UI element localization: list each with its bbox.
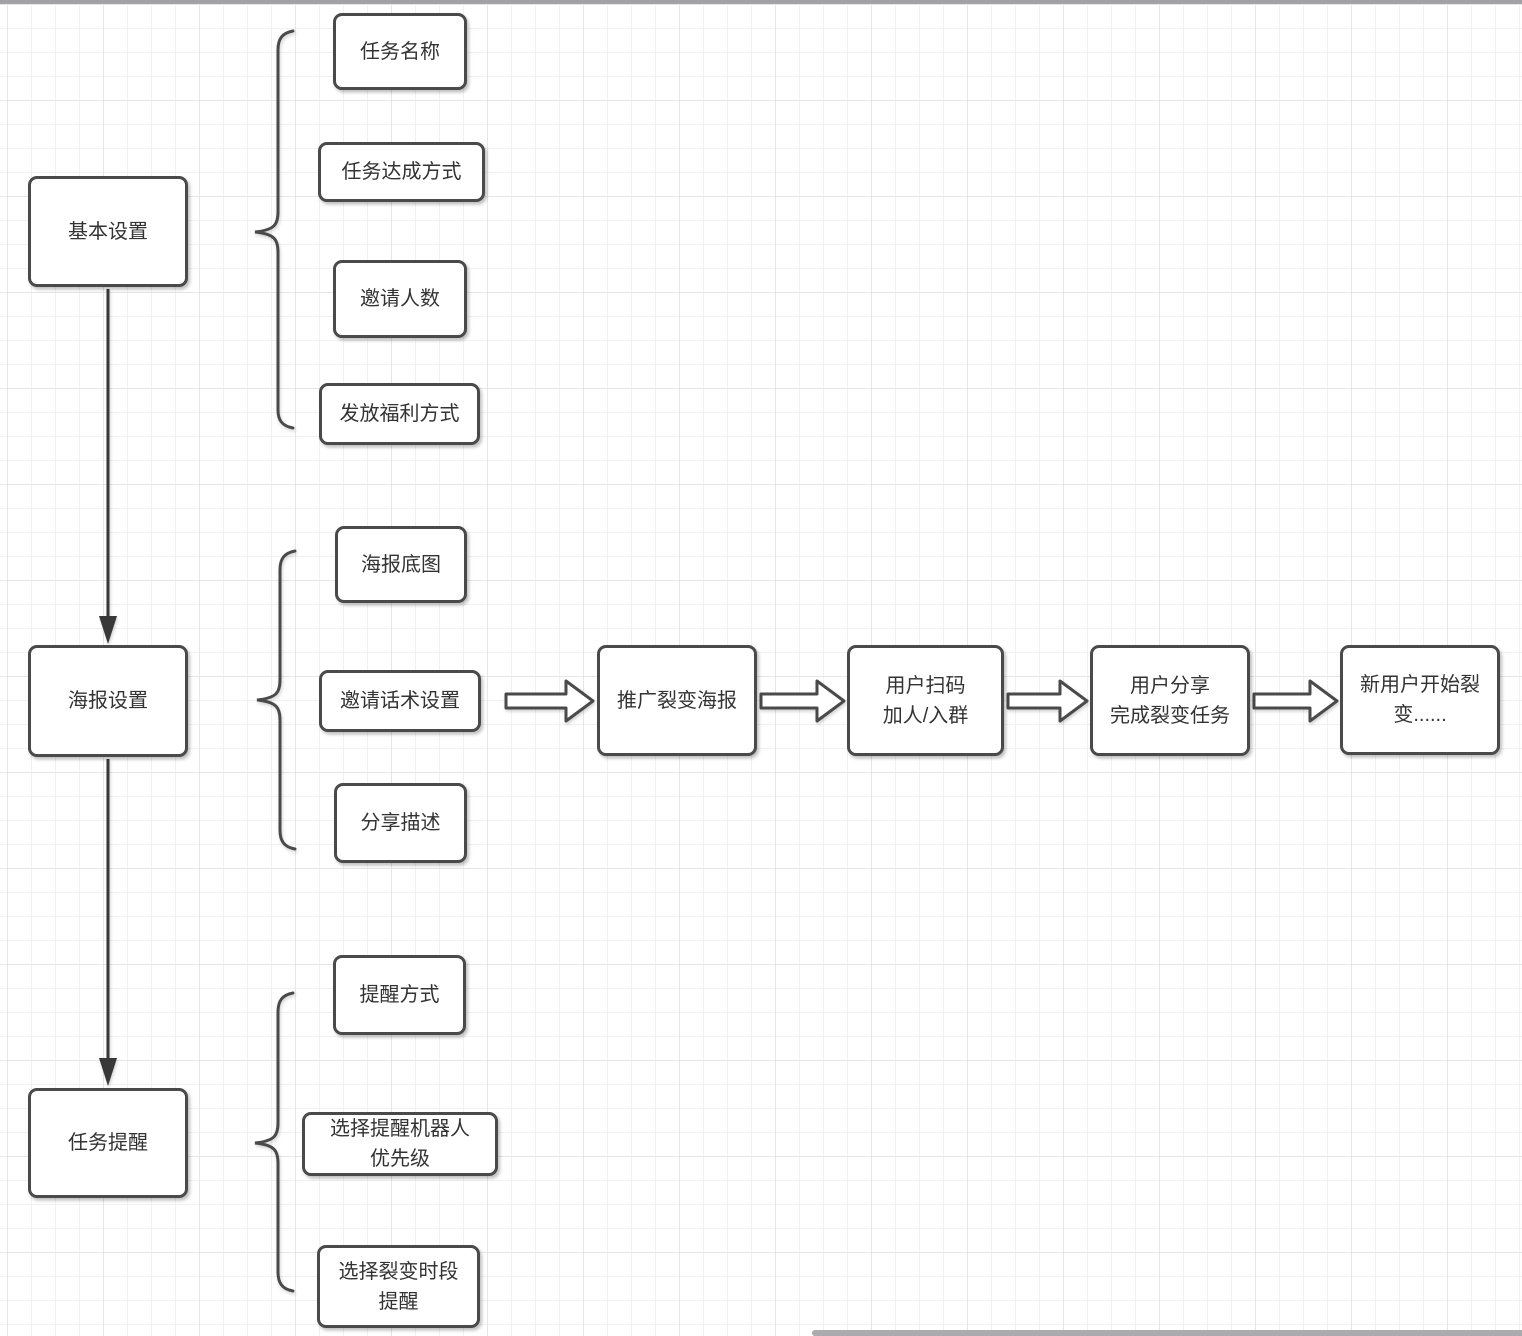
node-label: 任务提醒 — [68, 1132, 148, 1154]
canvas-top-edge — [0, 0, 1522, 4]
node-task-completion-method[interactable]: 任务达成方式 — [318, 142, 485, 202]
node-label: 选择裂变时段 提醒 — [338, 1260, 459, 1313]
block-arrow-poster-to-scan — [759, 679, 846, 723]
node-label: 新用户开始裂 变...... — [1360, 674, 1480, 726]
node-label: 分享描述 — [360, 812, 441, 834]
node-user-share-complete-task[interactable]: 用户分享 完成裂变任务 — [1090, 645, 1250, 756]
node-share-description[interactable]: 分享描述 — [334, 783, 467, 863]
node-label: 邀请话术设置 — [340, 690, 460, 712]
brace-task-reminder — [254, 991, 295, 1293]
node-label: 海报底图 — [361, 553, 441, 576]
block-arrow-scan-to-share — [1006, 679, 1089, 723]
node-label: 发放福利方式 — [339, 403, 460, 425]
node-label: 海报设置 — [68, 690, 148, 712]
node-task-name[interactable]: 任务名称 — [333, 13, 467, 90]
node-promote-fission-poster[interactable]: 推广裂变海报 — [597, 645, 757, 756]
node-welfare-distribution-method[interactable]: 发放福利方式 — [319, 383, 480, 445]
block-arrow-script-to-poster — [504, 679, 595, 723]
node-reminder-method[interactable]: 提醒方式 — [333, 955, 466, 1035]
node-label: 用户扫码 加人/入群 — [882, 674, 969, 727]
node-label: 选择提醒机器人 优先级 — [330, 1118, 470, 1170]
node-invitation-script-settings[interactable]: 邀请话术设置 — [319, 670, 481, 732]
node-label: 基本设置 — [68, 220, 148, 243]
node-label: 任务达成方式 — [341, 161, 462, 183]
brace-poster-settings — [256, 549, 297, 851]
node-label: 提醒方式 — [359, 984, 440, 1006]
block-arrow-share-to-newuser — [1252, 679, 1339, 723]
brace-basic-settings — [254, 29, 295, 430]
node-invite-count[interactable]: 邀请人数 — [333, 260, 467, 338]
node-poster-settings[interactable]: 海报设置 — [28, 645, 188, 757]
node-task-reminder[interactable]: 任务提醒 — [28, 1088, 188, 1198]
node-user-scan-join[interactable]: 用户扫码 加人/入群 — [847, 645, 1004, 756]
node-basic-settings[interactable]: 基本设置 — [28, 176, 188, 287]
node-label: 推广裂变海报 — [617, 689, 737, 712]
node-reminder-robot-priority[interactable]: 选择提醒机器人 优先级 — [302, 1112, 498, 1176]
node-label: 用户分享 完成裂变任务 — [1110, 674, 1230, 727]
node-new-user-start-fission[interactable]: 新用户开始裂 变...... — [1340, 645, 1500, 755]
arrowhead-basic-to-poster — [99, 616, 117, 644]
node-label: 任务名称 — [360, 40, 440, 63]
node-fission-time-reminder[interactable]: 选择裂变时段 提醒 — [317, 1245, 480, 1328]
arrowhead-poster-to-reminder — [99, 1058, 117, 1086]
node-poster-base-image[interactable]: 海报底图 — [335, 526, 467, 603]
horizontal-scrollbar[interactable] — [812, 1330, 1522, 1336]
node-label: 邀请人数 — [360, 288, 440, 310]
